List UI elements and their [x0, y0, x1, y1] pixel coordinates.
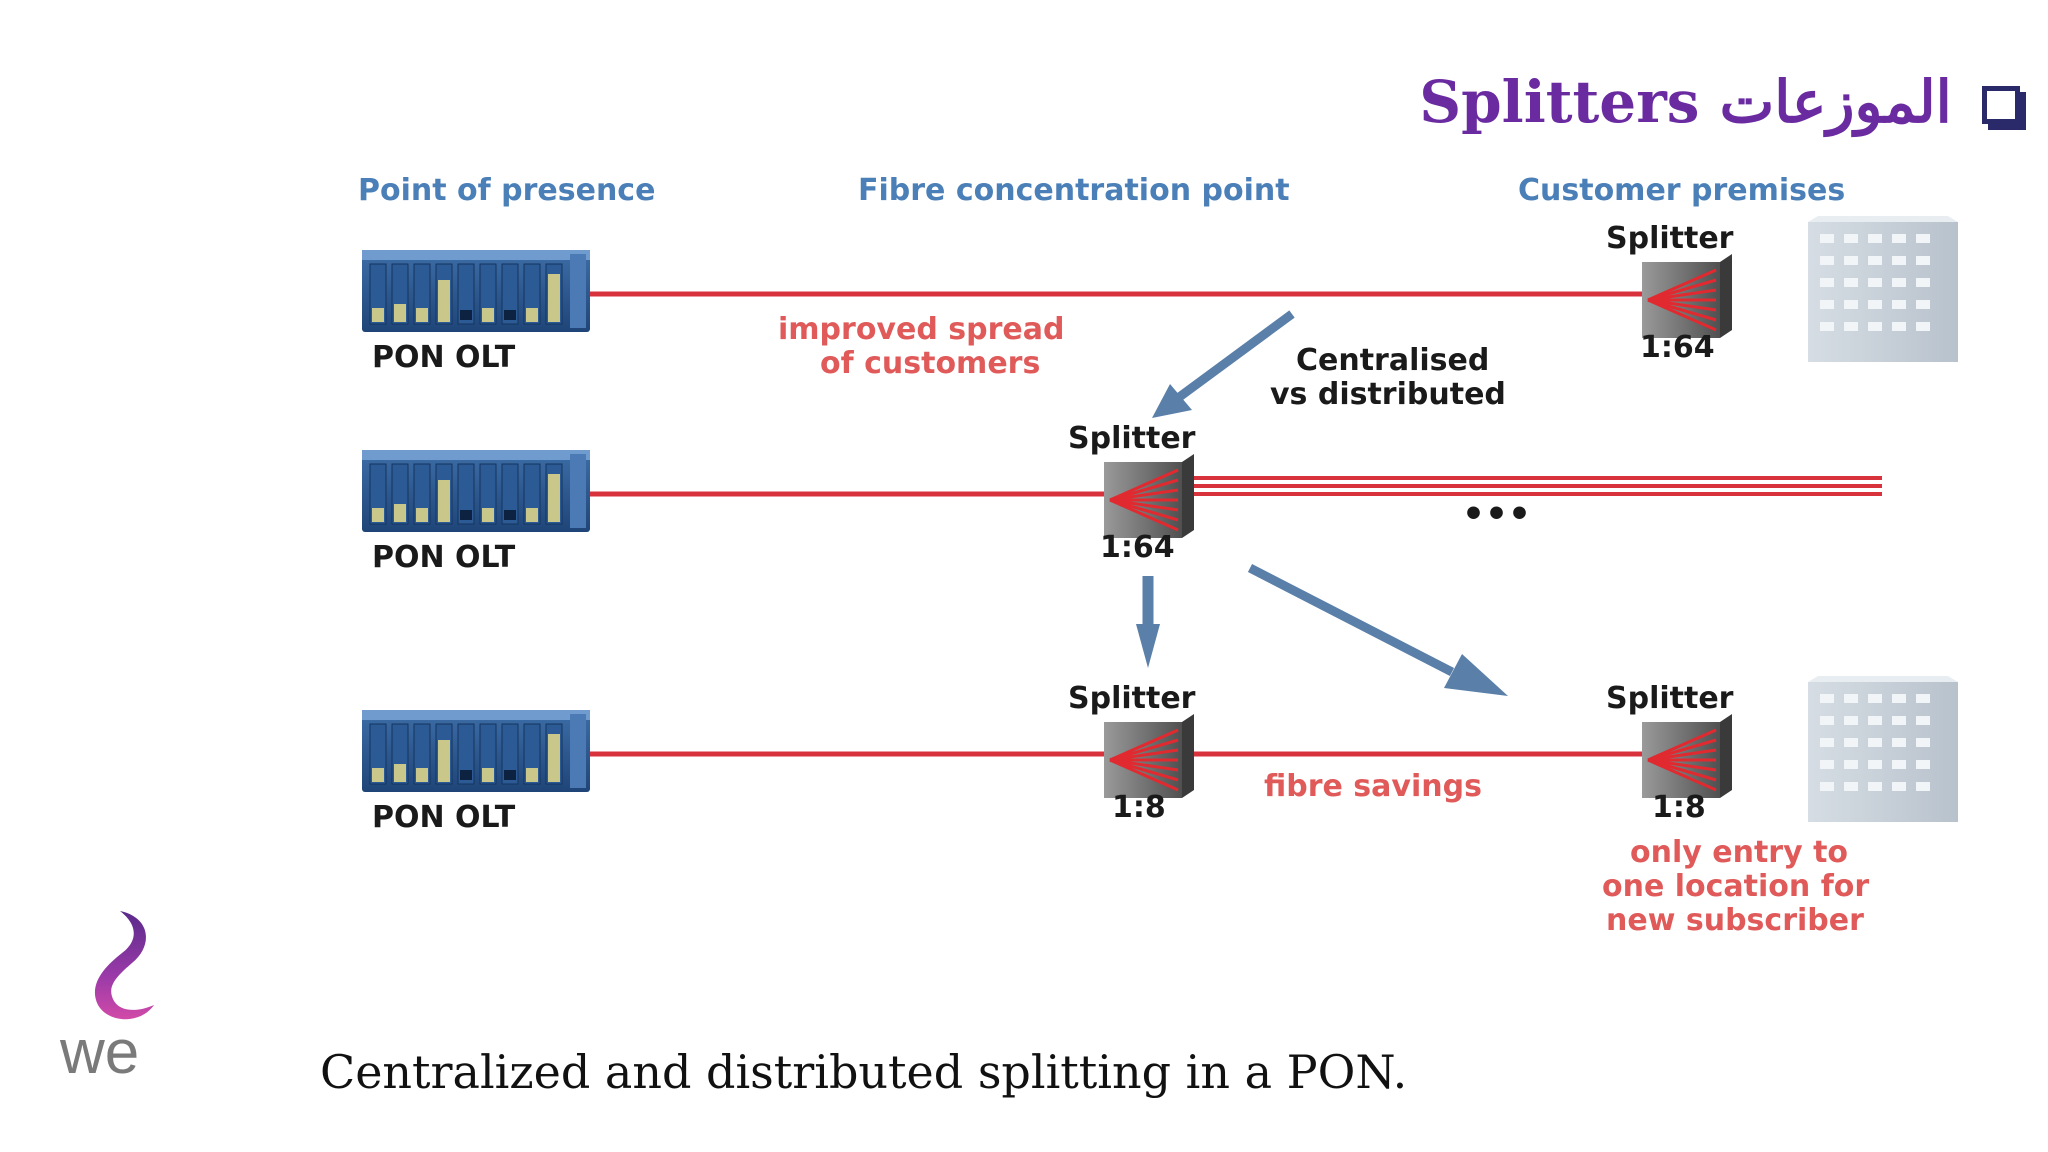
annotation-fibre-savings: fibre savings [1264, 769, 1482, 804]
splitter-label-row1-customer: Splitter [1606, 221, 1734, 256]
annotation-only-entry-line3: new subscriber [1606, 903, 1864, 938]
pon-olt-row1 [361, 249, 591, 333]
splitter-row1-customer [1640, 252, 1734, 340]
splitter-label-row3-concentration: Splitter [1068, 681, 1196, 716]
figure-caption: Centralized and distributed splitting in… [320, 1045, 1408, 1099]
building-row3 [1808, 676, 1958, 822]
splitter-row3-customer [1640, 712, 1734, 800]
fibre-bundle-row2 [1190, 476, 1882, 496]
splitter-row2-concentration [1102, 452, 1196, 540]
annotation-centralised-line2: vs distributed [1270, 377, 1506, 412]
building-row1 [1808, 216, 1958, 362]
annotation-only-entry-line1: only entry to [1630, 835, 1848, 870]
arrow-down-to-row3-splitter [1136, 576, 1160, 668]
ratio-row3-customer: 1:8 [1652, 790, 1706, 825]
header-customer-premises: Customer premises [1518, 173, 1845, 208]
logo-text: we [59, 1018, 139, 1085]
annotation-only-entry-line2: one location for [1602, 869, 1869, 904]
olt-label-row2: PON OLT [372, 540, 516, 575]
checkbox-bullet-icon [1982, 86, 2020, 124]
slide-title: Splitters الموزعات [1419, 68, 2020, 136]
pon-olt-row3 [361, 709, 591, 793]
annotation-improved-spread-line2: of customers [820, 346, 1040, 381]
header-point-of-presence: Point of presence [358, 173, 655, 208]
title-english: Splitters [1419, 68, 1700, 136]
arrow-diagonal-to-customer-splitter [1247, 563, 1508, 696]
ratio-row2-concentration: 1:64 [1100, 530, 1175, 565]
splitter-row3-concentration [1102, 712, 1196, 800]
annotation-centralised-line1: Centralised [1296, 343, 1489, 378]
olt-label-row1: PON OLT [372, 340, 516, 375]
title-arabic: الموزعات [1719, 68, 1952, 136]
olt-label-row3: PON OLT [372, 800, 516, 835]
splitter-label-row2: Splitter [1068, 421, 1196, 456]
header-fibre-concentration-point: Fibre concentration point [858, 173, 1290, 208]
we-logo: we [59, 911, 154, 1085]
splitter-label-row3-customer: Splitter [1606, 681, 1734, 716]
ratio-row1-customer: 1:64 [1640, 330, 1715, 365]
ratio-row3-concentration: 1:8 [1112, 790, 1166, 825]
arrow-to-concentration-splitter [1152, 310, 1295, 418]
pon-olt-row2 [361, 449, 591, 533]
ellipsis-more-fibres: ••• [1462, 494, 1531, 535]
annotation-improved-spread-line1: improved spread [778, 312, 1064, 347]
